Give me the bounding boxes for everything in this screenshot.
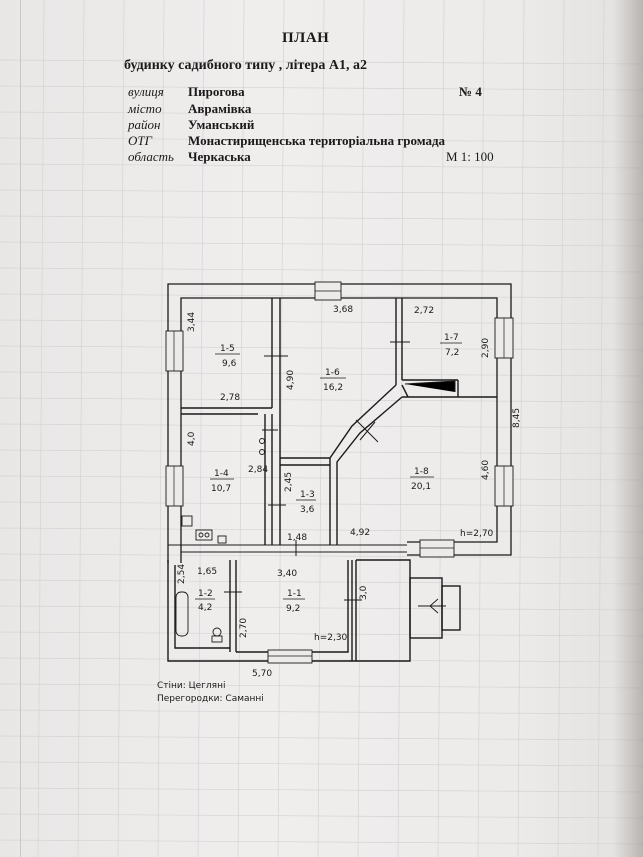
room-area-1-7: 7,2 <box>445 348 459 358</box>
street-value: Пирогова <box>188 84 245 99</box>
region-label: область <box>128 149 174 164</box>
dim-2-84: 2,84 <box>248 465 268 475</box>
community-label: ОТГ <box>128 133 153 148</box>
room-area-1-6: 16,2 <box>323 383 343 393</box>
height-annex: h=2,30 <box>314 633 348 643</box>
room-area-1-8: 20,1 <box>411 482 431 492</box>
street-label: вулиця <box>128 84 164 99</box>
room-id-1-4: 1-4 <box>214 469 229 479</box>
legend-partitions: Перегородки: Саманні <box>157 694 264 704</box>
district-value: Уманський <box>188 117 255 132</box>
plan-title: ПЛАН <box>282 30 330 46</box>
city-label: місто <box>128 101 162 116</box>
house-number: № 4 <box>459 84 482 99</box>
dim-4-60: 4,60 <box>481 460 491 480</box>
district-label: район <box>128 117 161 132</box>
room-id-1-8: 1-8 <box>414 467 429 477</box>
dim-2-70: 2,70 <box>239 618 249 638</box>
city-value: Аврамівка <box>188 101 252 116</box>
dim-3-68: 3,68 <box>333 305 353 315</box>
dim-2-72: 2,72 <box>414 306 434 316</box>
margin-line <box>20 0 21 857</box>
room-area-1-3: 3,6 <box>300 505 315 515</box>
room-id-1-1: 1-1 <box>287 589 302 599</box>
dim-5-70: 5,70 <box>252 669 272 679</box>
dim-2-45: 2,45 <box>284 472 294 492</box>
room-area-1-1: 9,2 <box>286 604 300 614</box>
scale-value: М 1: 100 <box>446 149 494 164</box>
dim-3-44: 3,44 <box>187 312 197 332</box>
height-main: h=2,70 <box>460 529 494 539</box>
room-area-1-4: 10,7 <box>211 484 231 494</box>
room-id-1-3: 1-3 <box>300 490 315 500</box>
dim-4-0: 4,0 <box>187 431 197 446</box>
page-shadow <box>613 0 643 857</box>
room-area-1-5: 9,6 <box>222 359 237 369</box>
dim-3-40: 3,40 <box>277 569 297 579</box>
dim-1-48: 1,48 <box>287 533 307 543</box>
plan-subtitle: будинку садибного типу , літера А1, а2 <box>124 58 368 73</box>
dim-1-65: 1,65 <box>197 567 217 577</box>
legend-walls: Стіни: Цегляні <box>157 681 226 691</box>
room-id-1-2: 1-2 <box>198 589 213 599</box>
dim-4-90: 4,90 <box>286 370 296 390</box>
community-value: Монастирищенська територіальна громада <box>188 133 446 148</box>
dim-3-0: 3,0 <box>359 585 369 600</box>
room-id-1-7: 1-7 <box>444 333 459 343</box>
dim-8-45: 8,45 <box>512 408 522 428</box>
room-area-1-2: 4,2 <box>198 603 212 613</box>
dim-4-92: 4,92 <box>350 528 370 538</box>
dim-2-78: 2,78 <box>220 393 240 403</box>
room-id-1-5: 1-5 <box>220 344 235 354</box>
room-id-1-6: 1-6 <box>325 368 340 378</box>
dim-2-54: 2,54 <box>177 564 187 584</box>
region-value: Черкаська <box>188 149 251 164</box>
dim-2-90: 2,90 <box>481 338 491 358</box>
